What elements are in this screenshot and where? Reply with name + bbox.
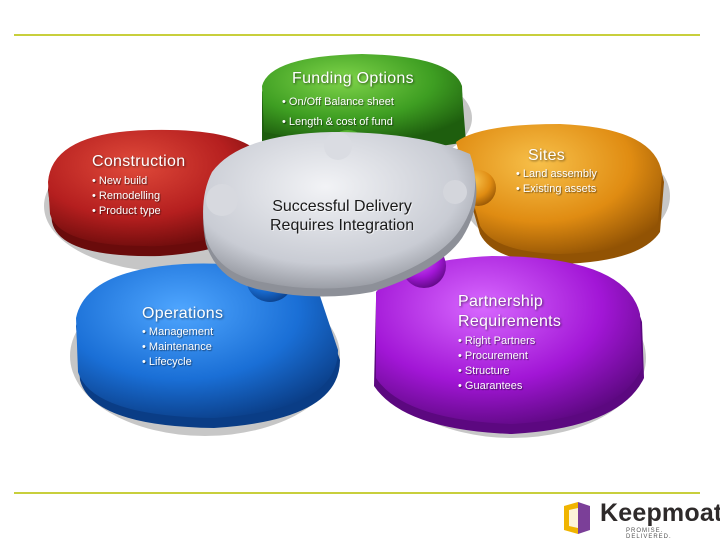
construction-title: Construction [92,153,186,170]
funding-title: Funding Options [292,70,414,87]
keepmoat-wordmark: Keepmoat® [600,499,720,528]
partnership-bullets: Right Partners Procurement Structure Gua… [458,334,535,394]
keepmoat-logo: Keepmoat® PROMISE. DELIVERED. [560,499,720,540]
operations-bullets: Management Maintenance Lifecycle [142,325,213,370]
operations-bullet: Maintenance [142,340,213,355]
partnership-title-line2: Requirements [458,313,562,330]
keepmoat-logo-mark [564,502,590,534]
center-title-line1: Successful Delivery [272,198,412,215]
partnership-title-line1: Partnership [458,293,544,310]
sites-bullet: Existing assets [516,182,597,197]
sites-bullets: Land assembly Existing assets [516,167,597,197]
operations-bullet: Lifecycle [142,355,213,370]
construction-bullet: Remodelling [92,189,161,204]
partnership-bullet: Right Partners [458,334,535,349]
center-title-line2: Requires Integration [270,217,415,234]
keepmoat-tagline: PROMISE. DELIVERED. [626,528,672,540]
bottom-divider [14,492,700,494]
funding-bullets: On/Off Balance sheet Length & cost of fu… [282,95,394,130]
center-title: Successful Delivery Requires Integration [270,197,414,235]
construction-bullet: New build [92,174,161,189]
sites-bullet: Land assembly [516,167,597,182]
funding-bullet: Length & cost of fund [282,115,394,130]
partnership-bullet: Guarantees [458,379,535,394]
keepmoat-name: Keepmoat [600,499,720,527]
partnership-bullet: Structure [458,364,535,379]
top-divider [14,34,700,36]
partnership-bullet: Procurement [458,349,535,364]
construction-bullets: New build Remodelling Product type [92,174,161,219]
operations-title: Operations [142,305,224,322]
construction-bullet: Product type [92,204,161,219]
operations-bullet: Management [142,325,213,340]
funding-bullet: On/Off Balance sheet [282,95,394,110]
center-hub [203,132,477,297]
partnership-title: Partnership Requirements [458,292,561,332]
sites-title: Sites [528,147,566,164]
